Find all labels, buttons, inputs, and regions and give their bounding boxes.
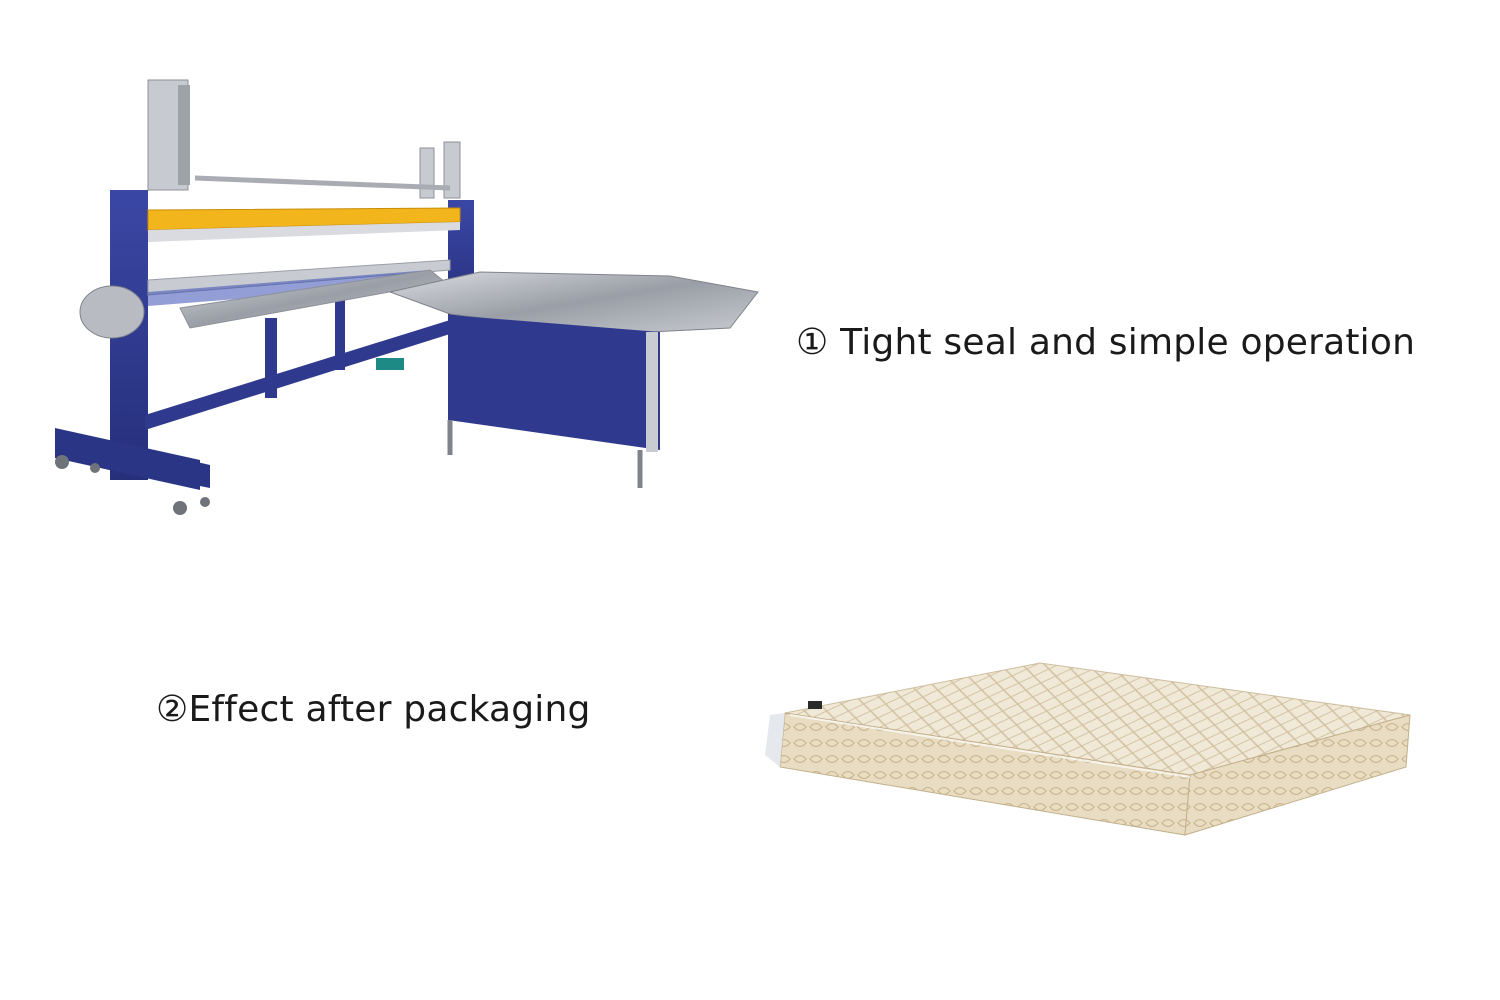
mattress-label-tag xyxy=(808,701,822,709)
caption-tight-seal: ① Tight seal and simple operation xyxy=(796,322,1416,363)
motor xyxy=(79,285,145,339)
casters xyxy=(55,455,210,515)
top-rod xyxy=(194,175,451,191)
foot-pedal xyxy=(376,358,404,370)
mattress-right-side xyxy=(1184,714,1411,836)
packaged-mattress-image xyxy=(760,655,1420,855)
sealing-bar-underside xyxy=(148,222,460,242)
table-cabinet xyxy=(448,315,660,450)
pneumatic-cylinders xyxy=(147,79,461,199)
packaging-machine-image xyxy=(50,70,770,530)
plastic-wrap-edge xyxy=(765,713,785,767)
packaged-mattress-drawing xyxy=(765,662,1411,836)
caption-effect-after-packaging: ②Effect after packaging xyxy=(156,689,591,730)
film-roll xyxy=(148,270,430,306)
packaging-machine-drawing xyxy=(55,79,759,515)
